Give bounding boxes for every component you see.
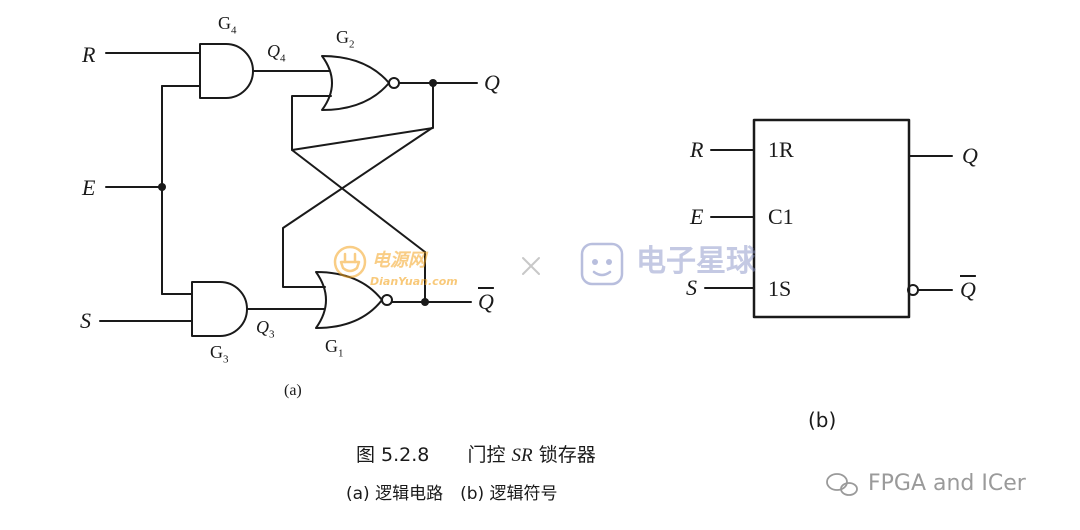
symbol-pin-1r: 1R [768,137,794,162]
wire-feedback-q-to-g1-cross [291,149,426,253]
plug-icon [333,245,367,279]
caption-title-prefix: 门控 [467,444,506,466]
label-gate-g4-letter: G [218,13,231,33]
label-gate-g1-sub: 1 [338,347,344,360]
robot-icon [580,242,624,286]
label-wire-q4: Q4 [267,42,286,65]
symbol-label-input-s: S [686,275,697,300]
label-gate-g3-letter: G [210,342,223,362]
label-input-s: S [80,308,91,333]
label-gate-g4-sub: 4 [231,24,237,37]
watermark-elecfans-url: DianYuan.com [370,275,458,288]
watermark-elecfans-cn: 电源网 [372,250,426,271]
label-output-qbar: Q [478,289,494,314]
label-wire-q4-letter: Q [267,41,280,61]
junction-e [158,183,166,191]
label-gate-g2-sub: 2 [349,38,355,51]
label-gate-g3-sub: 3 [223,353,229,366]
label-input-e: E [82,175,96,200]
label-wire-q3-letter: Q [256,317,269,337]
symbol-pin-1s: 1S [768,276,792,301]
label-gate-g2-letter: G [336,27,349,47]
gate-g1-bubble [381,294,393,306]
caption-title-sr: SR [511,445,533,466]
wire-feedback-qbar-to-g2 [282,127,433,288]
gate-g2-nor [321,55,390,111]
figure-caption-subtitle: (a) 逻辑电路 (b) 逻辑符号 [346,484,558,504]
watermark-account: FPGA and ICer [868,471,1026,496]
watermark-star-name: 电子星球 [636,244,756,279]
label-wire-q3-sub: 3 [269,328,275,341]
figure-caption-title: 图 5.2.8 门控 SR 锁存器 [356,444,596,466]
symbol-label-output-qbar: Q [960,277,976,302]
label-gate-g4: G4 [218,14,237,37]
label-gate-g1-letter: G [325,336,338,356]
label-wire-q4-sub: 4 [280,52,286,65]
label-gate-g1: G1 [325,337,344,360]
caption-title-suffix: 锁存器 [538,444,596,466]
wechat-icon [826,473,858,496]
label-gate-g3: G3 [210,343,229,366]
label-wire-q3: Q3 [256,318,275,341]
gate-g3-and [191,281,248,337]
wire-feedback-q-to-g1 [291,82,434,151]
symbol-label-input-r: R [690,137,704,162]
symbol-label-output-q: Q [962,143,978,168]
label-sub-b: (b) [808,408,837,432]
label-sub-a: (a) [284,382,302,399]
label-gate-g2: G2 [336,28,355,51]
symbol-pin-c1: C1 [768,204,794,229]
close-cross-icon [522,257,540,275]
label-input-r: R [82,42,96,67]
symbol-label-input-e: E [690,204,704,229]
caption-figure-number: 图 5.2.8 [356,444,430,466]
gate-g2-bubble [388,77,400,89]
label-output-q: Q [484,70,500,95]
gate-g4-and [199,43,254,99]
symbol-box [752,118,911,319]
gate-g1-nor [315,271,383,329]
